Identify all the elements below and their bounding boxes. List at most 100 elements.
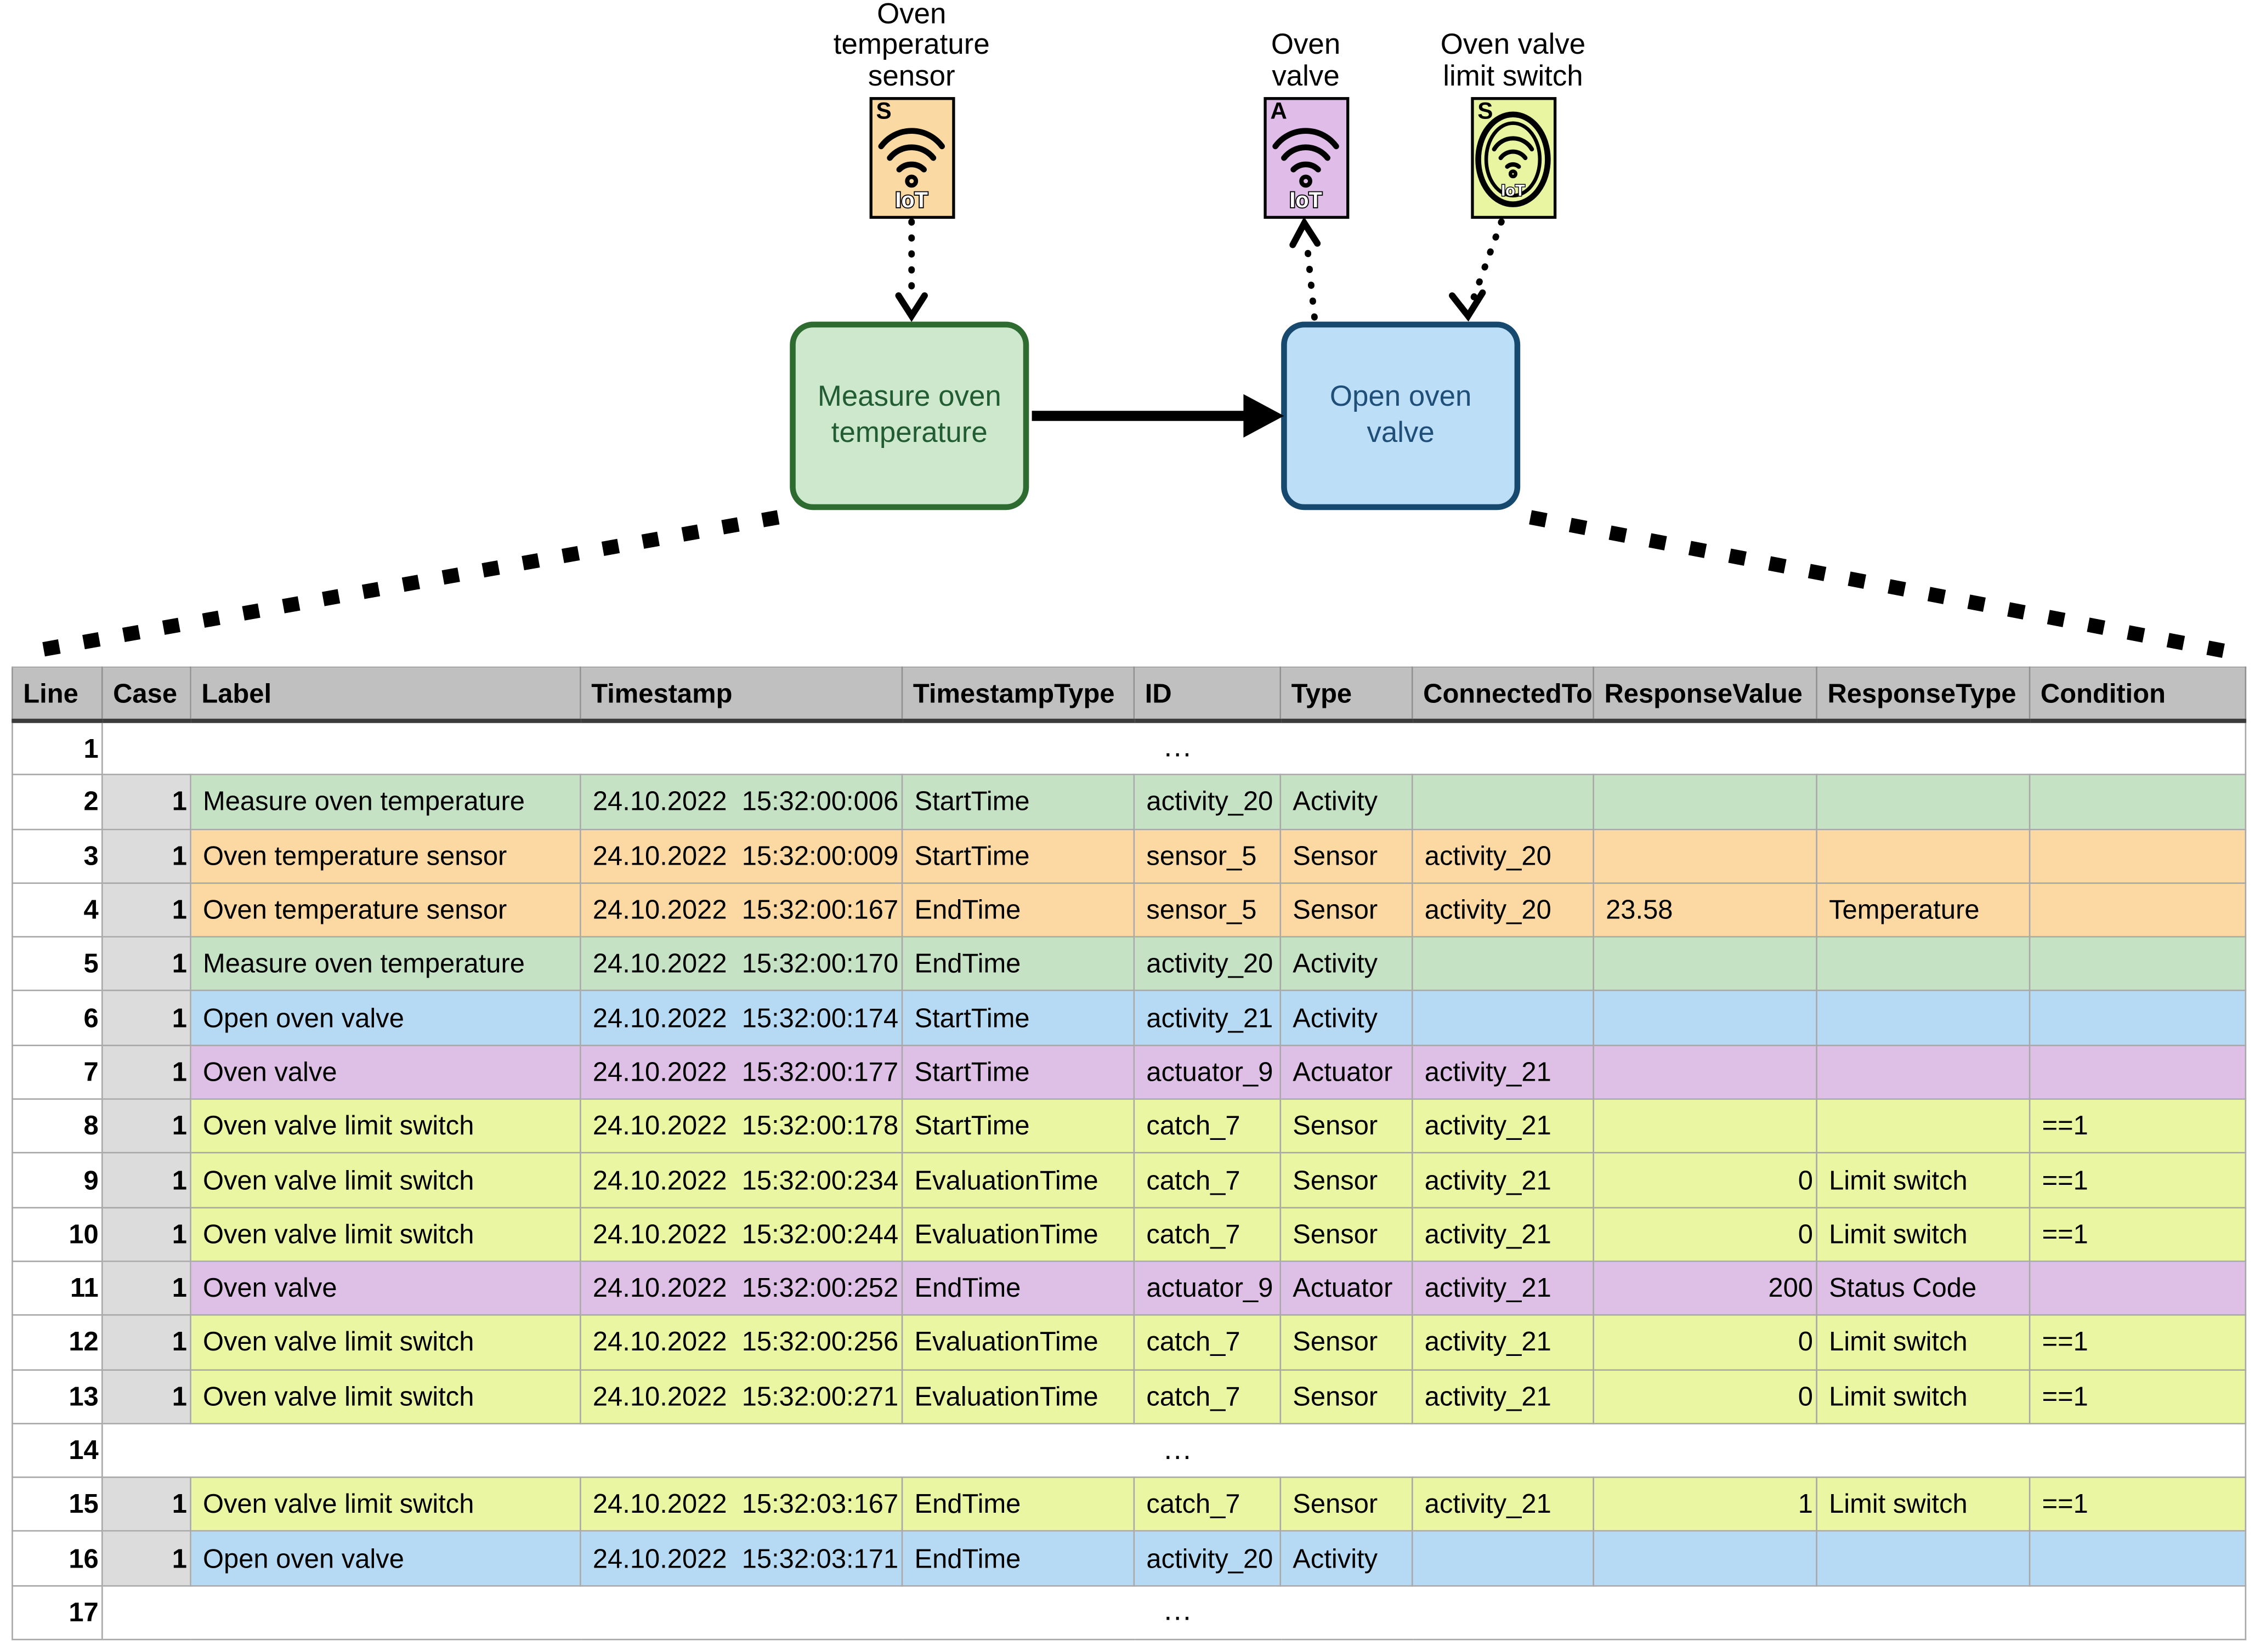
response-value-cell: 0 bbox=[1593, 1314, 1817, 1370]
case-cell: 1 bbox=[101, 1206, 191, 1262]
response-value-cell bbox=[1593, 774, 1817, 830]
timestamp-type-cell: EndTime bbox=[901, 936, 1135, 992]
condition-cell: ==1 bbox=[2029, 1369, 2247, 1424]
response-value-cell bbox=[1593, 828, 1817, 884]
timestamp-type-cell: StartTime bbox=[901, 828, 1135, 884]
response-type-cell bbox=[1816, 1044, 2031, 1100]
response-type-cell: Limit switch bbox=[1816, 1369, 2031, 1424]
type-cell: Sensor bbox=[1279, 1098, 1413, 1154]
case-cell: 1 bbox=[101, 990, 191, 1046]
type-cell: Actuator bbox=[1279, 1044, 1413, 1100]
connected-to-cell bbox=[1411, 1530, 1594, 1587]
id-cell: activity_20 bbox=[1133, 1530, 1282, 1587]
id-cell: sensor_5 bbox=[1133, 882, 1282, 938]
table-row: 14... bbox=[12, 1422, 2247, 1478]
response-value-cell: 23.58 bbox=[1593, 882, 1817, 938]
timestamp-cell: 24.10.2022 15:32:00:174 bbox=[580, 990, 903, 1046]
id-cell: activity_20 bbox=[1133, 774, 1282, 830]
connected-to-cell bbox=[1411, 774, 1594, 830]
actuator-box: A IoT bbox=[1263, 97, 1349, 219]
connector-lines bbox=[19, 217, 2239, 661]
timestamp-type-cell: EvaluationTime bbox=[901, 1369, 1135, 1424]
type-cell: Sensor bbox=[1279, 1206, 1413, 1262]
response-type-cell bbox=[1816, 1530, 2031, 1587]
id-cell: sensor_5 bbox=[1133, 828, 1282, 884]
case-cell: 1 bbox=[101, 1314, 191, 1370]
timestamp-cell: 24.10.2022 15:32:00:244 bbox=[580, 1206, 903, 1262]
type-cell: Sensor bbox=[1279, 828, 1413, 884]
timestamp-cell: 24.10.2022 15:32:00:252 bbox=[580, 1261, 903, 1316]
timestamp-cell: 24.10.2022 15:32:00:009 bbox=[580, 828, 903, 884]
timestamp-cell: 24.10.2022 15:32:03:171 bbox=[580, 1530, 903, 1587]
condition-cell bbox=[2029, 936, 2247, 992]
device-label: Oven valve bbox=[1271, 29, 1341, 92]
switch-to-activity-dotted-line bbox=[1470, 218, 1505, 300]
case-cell: 1 bbox=[101, 1261, 191, 1316]
id-cell: catch_7 bbox=[1133, 1098, 1282, 1154]
response-type-cell: Limit switch bbox=[1816, 1477, 2031, 1532]
column-header-timestamp: Timestamp bbox=[580, 666, 903, 723]
sequence-flow-arrowhead-icon bbox=[1243, 394, 1284, 438]
type-cell: Actuator bbox=[1279, 1261, 1413, 1316]
ellipsis-cell: ... bbox=[101, 1585, 2247, 1640]
connected-to-cell: activity_21 bbox=[1411, 1206, 1594, 1262]
id-cell: activity_21 bbox=[1133, 990, 1282, 1046]
label-cell: Oven valve bbox=[190, 1044, 581, 1100]
label-cell: Measure oven temperature bbox=[190, 774, 581, 830]
label-cell: Oven temperature sensor bbox=[190, 828, 581, 884]
activity-to-actuator-dotted-line bbox=[1304, 243, 1318, 321]
line-number-cell: 14 bbox=[12, 1422, 103, 1478]
arrowhead-up-icon bbox=[1289, 217, 1321, 248]
callout-dashed-line-left bbox=[19, 510, 780, 661]
timestamp-cell: 24.10.2022 15:32:00:006 bbox=[580, 774, 903, 830]
line-number-cell: 9 bbox=[12, 1152, 103, 1208]
response-type-cell: Limit switch bbox=[1816, 1206, 2031, 1262]
type-cell: Sensor bbox=[1279, 1477, 1413, 1532]
timestamp-type-cell: StartTime bbox=[901, 1098, 1135, 1154]
device-label: Oven temperature sensor bbox=[833, 0, 990, 92]
timestamp-type-cell: StartTime bbox=[901, 990, 1135, 1046]
ellipsis-cell: ... bbox=[101, 1422, 2247, 1478]
line-number-cell: 2 bbox=[12, 774, 103, 830]
timestamp-type-cell: EvaluationTime bbox=[901, 1314, 1135, 1370]
arrowhead-down-icon bbox=[895, 292, 928, 322]
type-cell: Sensor bbox=[1279, 1314, 1413, 1370]
condition-cell bbox=[2029, 774, 2247, 830]
condition-cell: ==1 bbox=[2029, 1098, 2247, 1154]
connected-to-cell: activity_21 bbox=[1411, 1314, 1594, 1370]
line-number-cell: 8 bbox=[12, 1098, 103, 1154]
condition-cell bbox=[2029, 990, 2247, 1046]
timestamp-cell: 24.10.2022 15:32:00:178 bbox=[580, 1098, 903, 1154]
device-label: Oven valve limit switch bbox=[1440, 29, 1586, 92]
connected-to-cell: activity_20 bbox=[1411, 828, 1594, 884]
response-type-cell bbox=[1816, 828, 2031, 884]
response-value-cell: 0 bbox=[1593, 1369, 1817, 1424]
type-cell: Sensor bbox=[1279, 882, 1413, 938]
label-cell: Oven temperature sensor bbox=[190, 882, 581, 938]
label-cell: Open oven valve bbox=[190, 990, 581, 1046]
line-number-cell: 6 bbox=[12, 990, 103, 1046]
response-value-cell: 1 bbox=[1593, 1477, 1817, 1532]
line-number-cell: 4 bbox=[12, 882, 103, 938]
sensor-type-badge: S bbox=[876, 100, 892, 125]
line-number-cell: 7 bbox=[12, 1044, 103, 1100]
line-number-cell: 3 bbox=[12, 828, 103, 884]
condition-cell: ==1 bbox=[2029, 1206, 2247, 1262]
arrowhead-down-icon bbox=[1449, 289, 1486, 322]
response-value-cell bbox=[1593, 1530, 1817, 1587]
process-diagram: Oven temperature sensor S IoT Oven valve bbox=[0, 0, 2255, 667]
case-cell: 1 bbox=[101, 1098, 191, 1154]
timestamp-type-cell: EvaluationTime bbox=[901, 1206, 1135, 1262]
response-value-cell: 0 bbox=[1593, 1152, 1817, 1208]
case-cell: 1 bbox=[101, 882, 191, 938]
column-header-line: Line bbox=[12, 666, 103, 723]
